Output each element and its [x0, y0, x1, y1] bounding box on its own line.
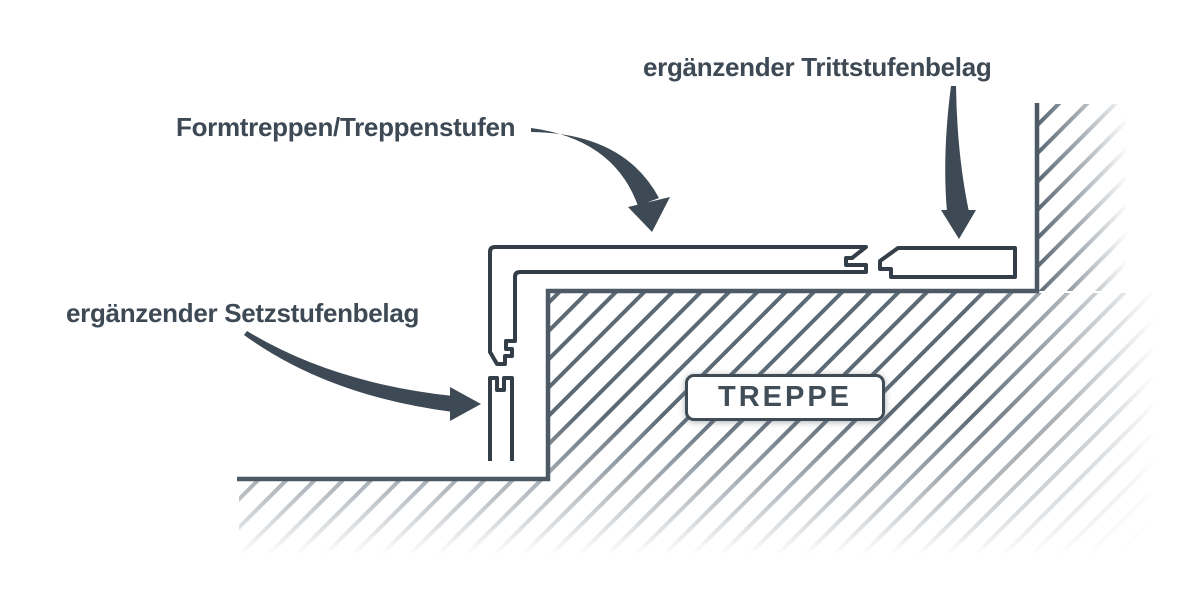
riser-covering-profile	[488, 376, 514, 461]
concrete-step-outline	[237, 103, 1040, 482]
arrow-head-down-icon	[628, 197, 670, 232]
arrow-head-down-icon	[941, 210, 976, 239]
arrow-to-tread-covering	[941, 86, 976, 239]
label-riser-covering: ergänzender Setzstufenbelag	[66, 298, 420, 328]
treppe-callout-box: TREPPE	[685, 374, 885, 421]
arrow-to-stair-profile	[531, 128, 670, 232]
label-tread-covering: ergänzender Trittstufenbelag	[643, 52, 992, 82]
concrete-hatch-upper-wall	[1039, 104, 1128, 291]
tread-covering-profile	[878, 246, 1017, 279]
concrete-hatch-step-body	[239, 293, 1155, 558]
arrow-head-right-icon	[450, 387, 481, 421]
label-stair-profile: Formtreppen/Treppenstufen	[176, 112, 516, 142]
arrow-to-riser-covering	[244, 331, 481, 421]
stair-profile-shape	[488, 245, 868, 366]
treppe-callout-label: TREPPE	[717, 381, 853, 413]
